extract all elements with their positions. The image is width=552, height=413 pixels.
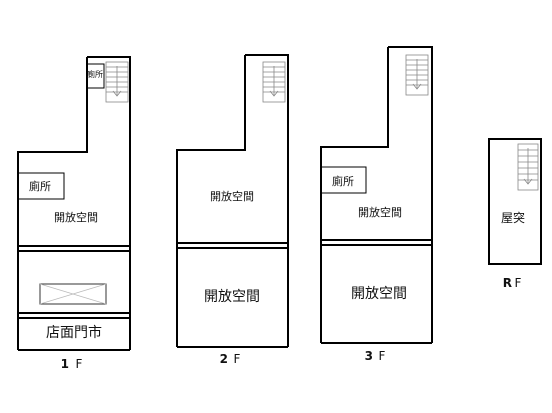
floor-3f-toilet-label: 廁所	[332, 174, 354, 188]
floor-1f-open-space-label: 開放空間	[54, 210, 98, 224]
floor-2f-open-space-lower-label: 開放空間	[204, 289, 260, 305]
floor-rf-number: R	[503, 276, 512, 290]
floor-3f-open-space-upper-label: 開放空間	[358, 205, 402, 219]
floor-1f-stair-toilet-box	[86, 63, 105, 89]
floor-3f-toilet-room	[321, 166, 367, 194]
floor-2f-suffix: F	[234, 352, 241, 366]
floor-2f-wall-right	[245, 54, 289, 347]
floor-1f-void-box	[39, 283, 107, 305]
floor-rf: 屋突 R F	[488, 138, 542, 290]
floor-1f-number: 1	[61, 357, 69, 371]
floor-2f-open-space-upper-label: 開放空間	[210, 189, 254, 203]
floor-3f-number: 3	[365, 349, 373, 363]
stair-icon	[405, 54, 429, 96]
floor-1f-wall-right	[87, 56, 131, 350]
stair-icon	[105, 61, 129, 103]
floor-1f-suffix: F	[76, 357, 83, 371]
floor-rf-suffix: F	[515, 276, 522, 290]
floor-1f-toilet-label: 廁所	[29, 179, 51, 193]
floor-1f: 廁所 廁所 開放空間 店面門市 1	[17, 56, 131, 371]
floor-3f: 廁所 開放空間 開放空間 3 F	[320, 46, 433, 363]
floor-2f: 開放空間 開放空間 2 F	[176, 54, 289, 366]
floor-2f-number: 2	[220, 352, 228, 366]
floor-3f-suffix: F	[379, 349, 386, 363]
floor-1f-wall-left	[17, 57, 88, 350]
stair-icon	[262, 61, 286, 103]
stair-icon	[517, 143, 539, 191]
floor-1f-toilet-room	[18, 172, 65, 200]
floor-1f-stair-toilet-label: 廁所	[87, 69, 103, 79]
floor-rf-roof-structure-label: 屋突	[501, 210, 525, 225]
floor-1f-storefront-label: 店面門市	[46, 324, 102, 341]
floor-3f-open-space-lower-label: 開放空間	[351, 286, 407, 302]
floor-rf-outline	[488, 138, 542, 265]
